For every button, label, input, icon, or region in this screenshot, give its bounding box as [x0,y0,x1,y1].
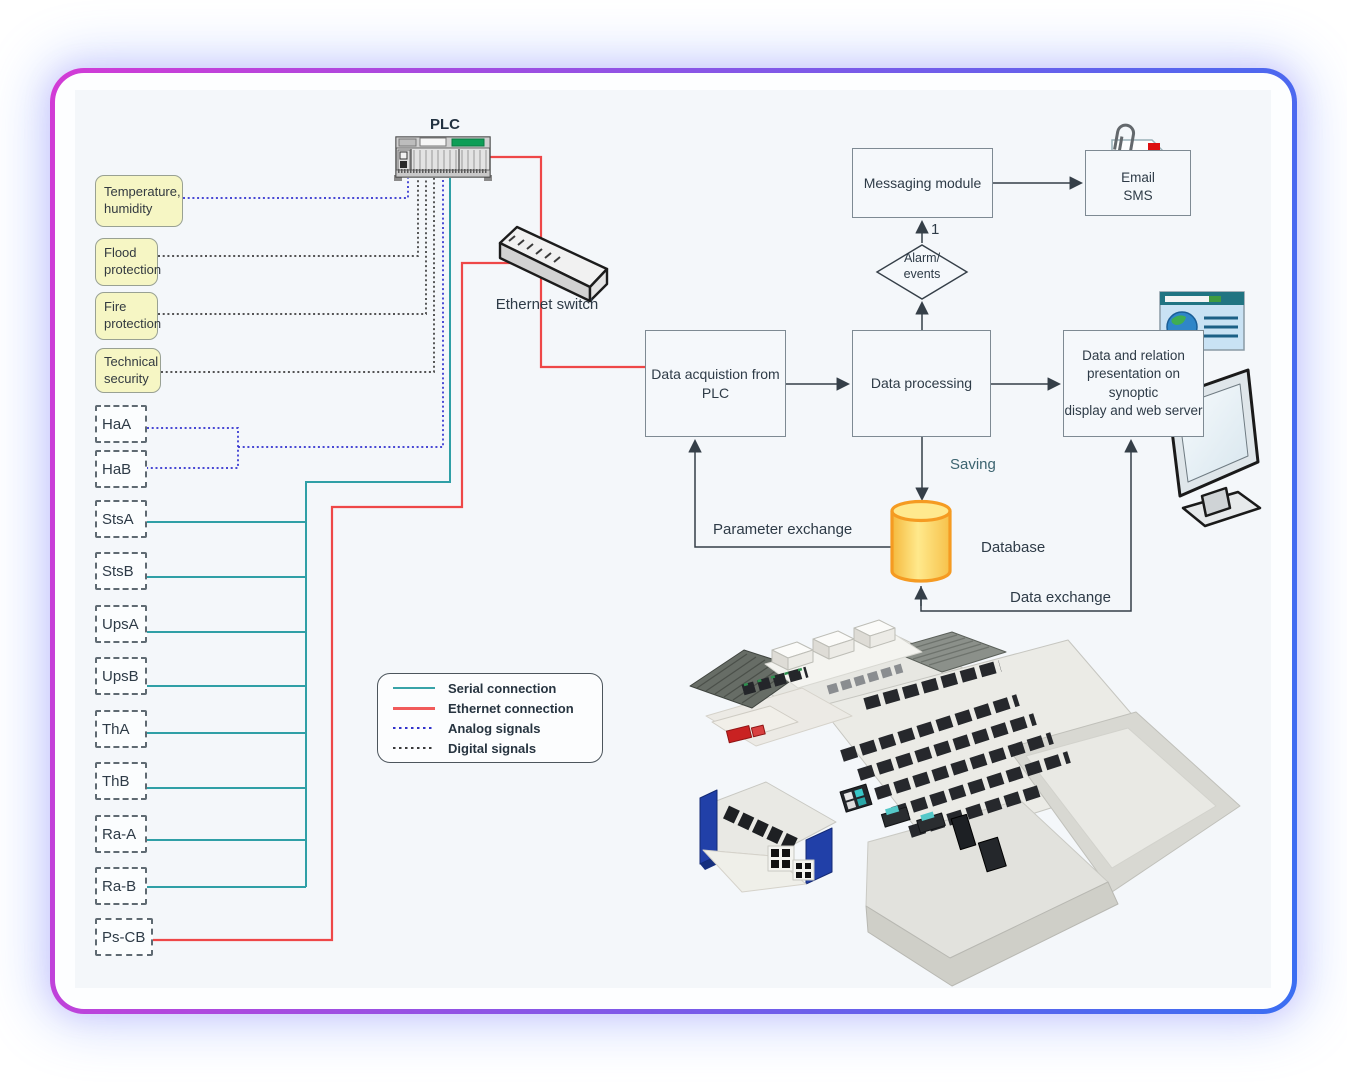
digital-line-flood [158,178,419,257]
device-box-stsb: StsB [95,552,147,590]
device-box-pscb: Ps-CB [95,918,153,956]
digital-line-sample [393,746,435,750]
legend-label: Digital signals [448,740,537,756]
device-box-hab: HaB [95,450,147,488]
input-box-temperature-humidity: Temperature, humidity [95,175,183,227]
legend-item-serial: Serial connection [393,681,602,696]
data-center-3d-illustration [689,619,1241,987]
device-box-rab: Ra-B [95,867,147,905]
device-box-thb: ThB [95,762,147,800]
email-sms-label: Email SMS [1121,170,1155,204]
flow-box-email-sms [1085,150,1191,216]
digital-line-fire [158,178,427,315]
input-box-technical-security: Technical security [95,348,161,393]
device-box-haa: HaA [95,405,147,443]
saving-label: Saving [950,456,996,473]
serial-branch-lines [147,521,306,888]
device-box-tha: ThA [95,710,147,748]
flow-box-presentation: Data and relation presentation on synopt… [1063,330,1204,437]
legend-item-ethernet: Ethernet connection [393,701,602,716]
legend-label: Serial connection [448,680,557,696]
device-box-stsa: StsA [95,500,147,538]
analog-line-temperature [183,178,409,199]
data-exchange-label: Data exchange [1010,589,1111,606]
legend-label: Ethernet connection [448,700,574,716]
digital-line-security [161,178,435,373]
legend-item-analog: Analog signals [393,721,602,736]
plc-device-graphic [394,136,492,181]
analog-line-ha [147,178,444,469]
alarm-events-label: Alarm/ events [903,251,941,281]
branch-label-1: 1 [931,221,940,238]
input-box-fire-protection: Fire protection [95,292,161,340]
arrow-parameter-exchange [688,438,892,548]
serial-trunk-line [305,178,451,887]
parameter-exchange-label: Parameter exchange [713,521,853,538]
legend-label: Analog signals [448,720,541,736]
database-label: Database [981,539,1046,556]
alarm-events-diamond [875,244,969,300]
flow-box-data-acquisition: Data acquistion from PLC [645,330,786,437]
flow-box-data-processing: Data processing [852,330,991,437]
serial-line-sample [393,686,435,690]
database-cylinder [890,499,952,583]
ethernet-line-pscb-to-switch [153,261,541,942]
device-box-upsb: UpsB [95,657,147,695]
analog-line-sample [393,726,435,730]
ethernet-switch-label: Ethernet switch [495,296,599,313]
diagram-panel [75,90,1271,988]
ethernet-switch-graphic [498,225,609,303]
device-box-raa: Ra-A [95,815,147,853]
device-box-upsa: UpsA [95,605,147,643]
plc-label: PLC [430,116,460,133]
legend-item-digital: Digital signals [393,741,602,756]
legend-box: Serial connection Ethernet connection An… [377,673,603,763]
flow-box-messaging-module: Messaging module [852,148,993,218]
input-box-flood-protection: Flood protection [95,238,161,286]
ethernet-line-sample [393,706,435,710]
